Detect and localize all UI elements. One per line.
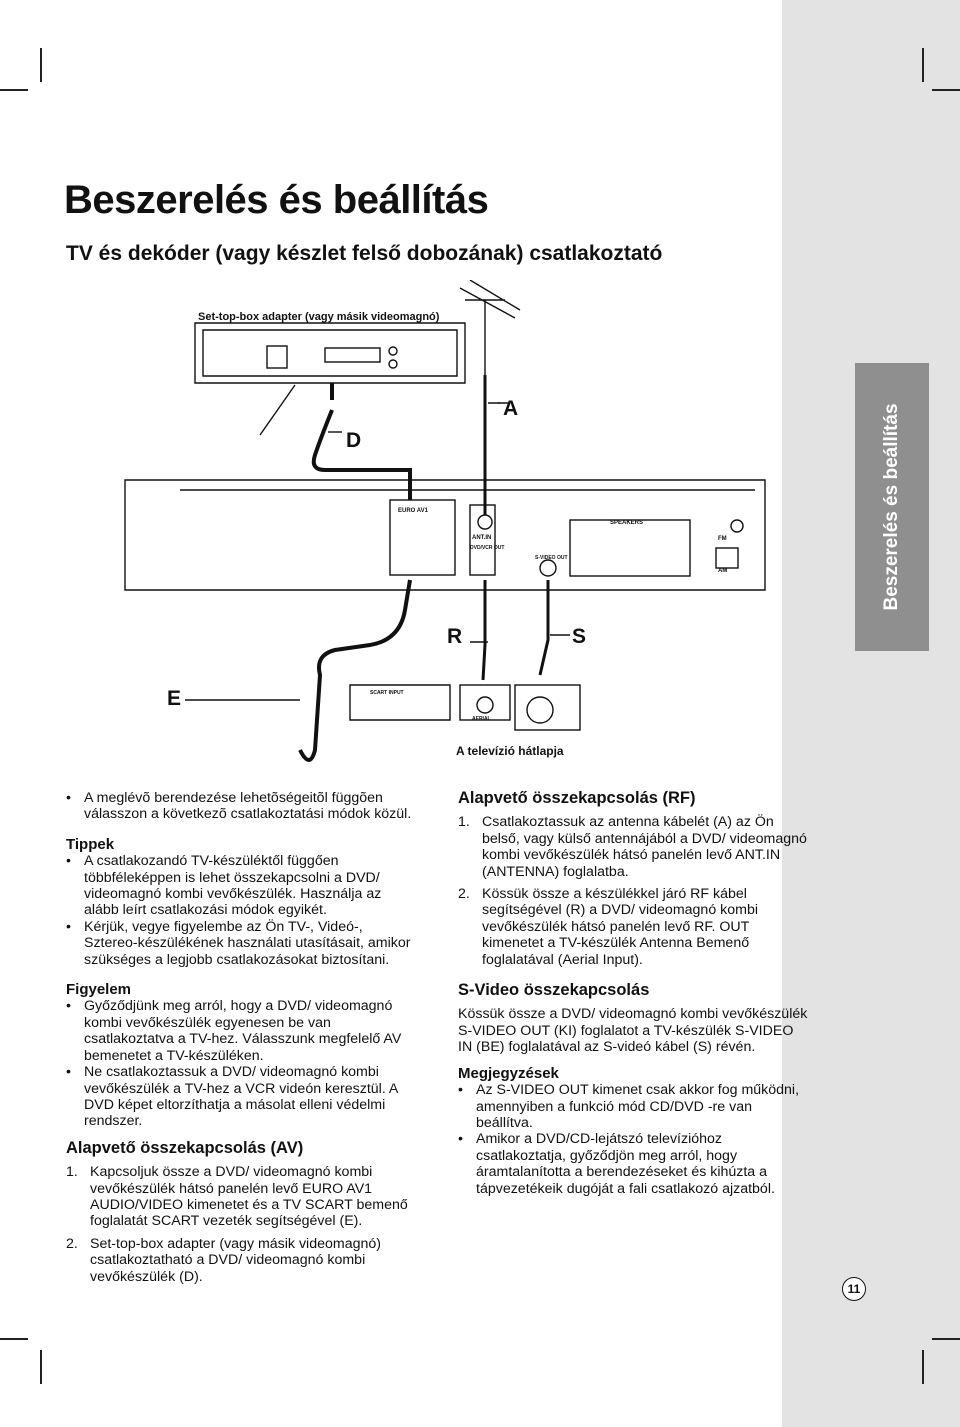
- right-column: Alapvető összekapcsolás (RF) 1. Csatlakoz…: [458, 790, 808, 1203]
- left-column: A meglévõ berendezése lehetõségeitõl füg…: [66, 790, 416, 1291]
- page-number: 11: [842, 1277, 866, 1301]
- ant-in-text: ANT.IN: [472, 535, 491, 541]
- notes-heading: Megjegyzések: [458, 1064, 559, 1082]
- side-margin-band: [782, 0, 960, 1427]
- svideo-heading: S-Video összekapcsolás: [458, 981, 650, 1000]
- crop-mark: [922, 1350, 924, 1384]
- settop-box: [194, 322, 466, 384]
- av-step: 2. Set-top-box adapter (vagy másik videom…: [66, 1236, 416, 1285]
- label-d: D: [346, 429, 361, 452]
- tv-scart-port: [349, 684, 451, 721]
- antenna-icon: [459, 280, 521, 375]
- speakers-text: SPEAKERS: [610, 520, 643, 526]
- euro-av1-text: EURO AV1: [398, 508, 429, 514]
- warning-heading: Figyelem: [66, 981, 132, 999]
- rf-step: 1. Csatlakoztassuk az antenna kábelét (A)…: [458, 814, 808, 880]
- crop-mark: [932, 89, 960, 91]
- svideo-cable: [538, 580, 550, 676]
- rf-out-text: DVD/VCR OUT: [470, 545, 504, 551]
- av-heading: Alapvető összekapcsolás (AV): [66, 1138, 304, 1157]
- crop-mark: [0, 89, 28, 91]
- tip-item: A csatlakozandó TV-készüléktől függően t…: [66, 853, 416, 919]
- crop-mark: [932, 1338, 960, 1340]
- scart-cable-d: [311, 383, 412, 500]
- dvd-vcr-unit: [124, 479, 766, 591]
- step-number: 1.: [66, 1164, 78, 1181]
- svideo-text: Kössük össze a DVD/ videomagnó kombi vev…: [458, 1006, 808, 1056]
- rf-cable: [481, 580, 487, 681]
- side-tab-label: Beszerelés és beállítás: [881, 403, 902, 611]
- warning-item: Győződjünk meg arról, hogy a DVD/ videom…: [66, 998, 416, 1064]
- svideo-out-text: S-VIDEO OUT: [535, 555, 568, 561]
- step-text: Csatlakoztassuk az antenna kábelét (A) a…: [482, 814, 807, 880]
- aerial-text: AERIAL: [472, 716, 491, 722]
- scart-input-text: SCART INPUT: [370, 690, 404, 696]
- step-number: 2.: [66, 1235, 78, 1252]
- am-text: AM: [718, 568, 727, 574]
- step-text: Kapcsoljuk össze a DVD/ videomagnó kombi…: [90, 1164, 408, 1230]
- intro-text: A meglévõ berendezése lehetõségeitõl füg…: [66, 790, 416, 823]
- tips-heading: Tippek: [66, 835, 115, 853]
- step-text: Set-top-box adapter (vagy másik videomag…: [90, 1235, 381, 1285]
- note-item: Az S-VIDEO OUT kimenet csak akkor fog mű…: [458, 1082, 808, 1131]
- tv-back-label: A televízió hátlapja: [456, 744, 564, 758]
- scart-cable-e: [298, 579, 412, 762]
- note-item: Amikor a DVD/CD-lejátszó televízióhoz cs…: [458, 1131, 808, 1197]
- step-number: 1.: [458, 814, 470, 831]
- crop-mark: [40, 1350, 42, 1384]
- av-step: 1. Kapcsoljuk össze a DVD/ videomagnó kom…: [66, 1164, 416, 1230]
- fm-text: FM: [718, 536, 727, 542]
- side-section-tab: Beszerelés és beállítás: [855, 363, 929, 651]
- crop-mark: [922, 48, 924, 82]
- warning-item: Ne csatlakoztassuk a DVD/ videomagnó kom…: [66, 1064, 416, 1130]
- step-number: 2.: [458, 886, 470, 903]
- label-e: E: [167, 687, 181, 710]
- rf-step: 2. Kössük össze a készülékkel járó RF káb…: [458, 886, 808, 968]
- label-s: S: [572, 625, 586, 648]
- step-text: Kössük össze a készülékkel járó RF kábel…: [482, 886, 758, 968]
- crop-mark: [0, 1338, 28, 1340]
- label-a: A: [503, 397, 518, 420]
- rf-heading: Alapvető összekapcsolás (RF): [458, 789, 696, 807]
- page-title: Beszerelés és beállítás: [64, 178, 489, 222]
- crop-mark: [40, 48, 42, 82]
- tip-item: Kérjük, vegye figyelembe az Ön TV-, Vide…: [66, 919, 416, 968]
- section-subtitle: TV és dekóder (vagy készlet felső dobozá…: [66, 242, 663, 265]
- settop-label: Set-top-box adapter (vagy másik videomag…: [198, 311, 440, 323]
- label-r: R: [447, 625, 462, 648]
- connection-diagram: Set-top-box adapter (vagy másik videomag…: [124, 280, 766, 762]
